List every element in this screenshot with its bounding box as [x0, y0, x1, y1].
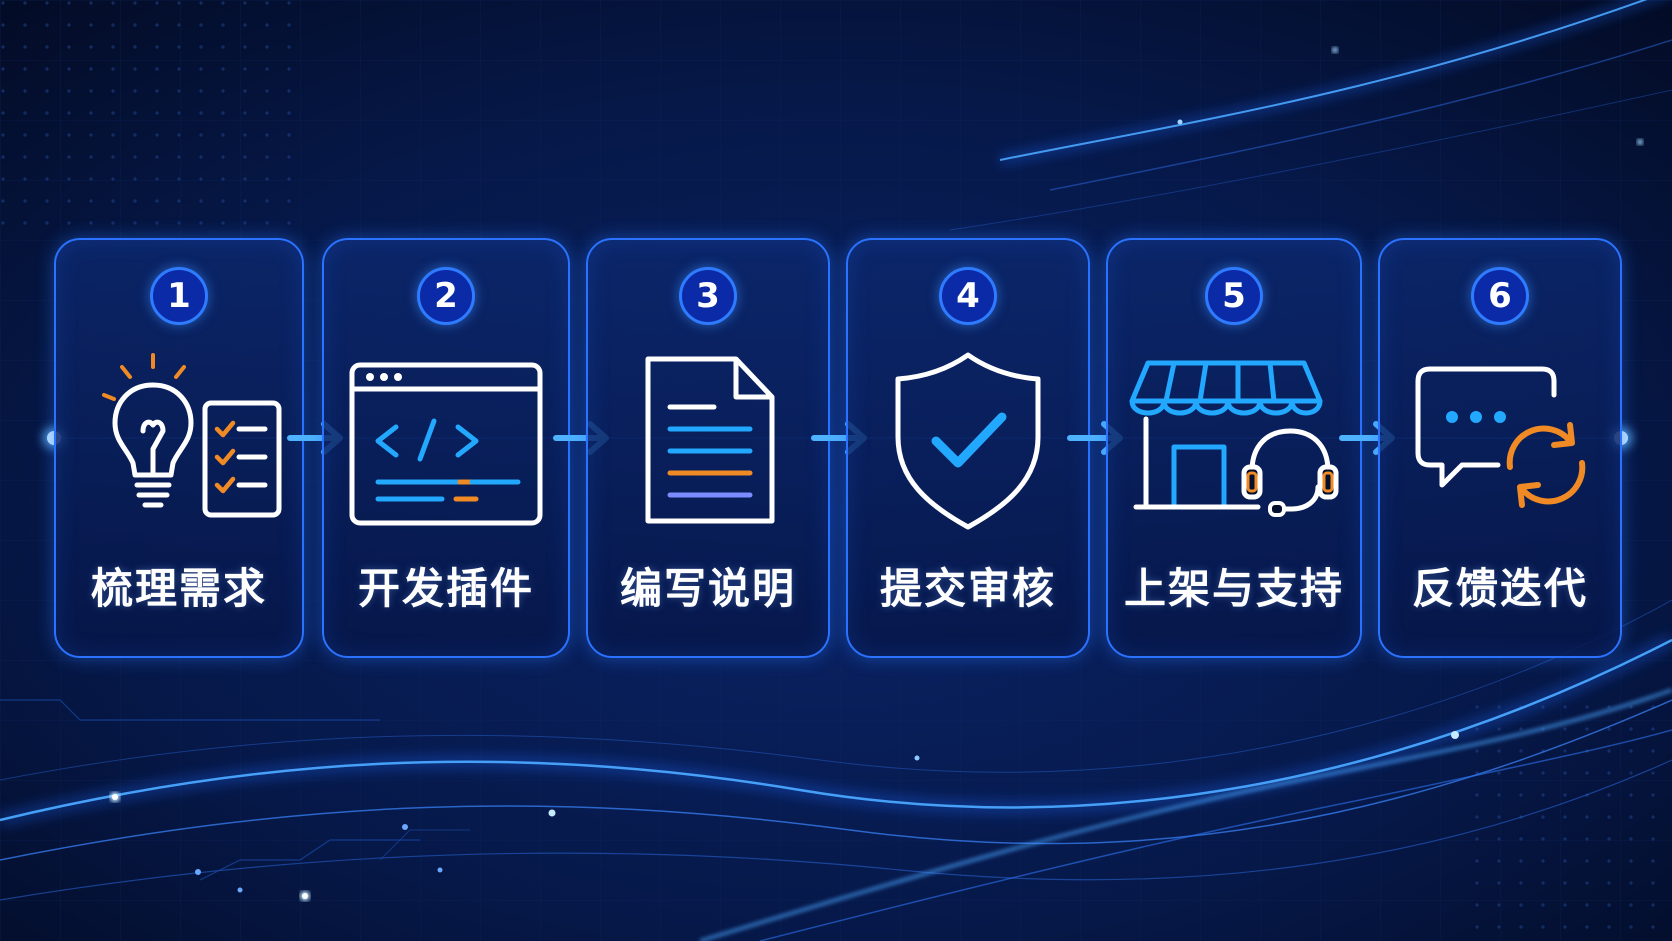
step-number-badge: 4 — [939, 267, 997, 325]
shield-check-icon — [868, 345, 1068, 535]
step-card-2: 2 开发插件 — [322, 238, 570, 658]
step-label: 开发插件 — [357, 564, 534, 613]
step-label: 上架与支持 — [1123, 564, 1344, 613]
step-card-4: 4 提交审核 — [846, 238, 1090, 658]
step-label: 梳理需求 — [90, 564, 267, 613]
step-number-badge: 2 — [417, 267, 475, 325]
document-icon — [608, 345, 808, 535]
step-label: 提交审核 — [879, 564, 1056, 613]
storefront-headset-icon — [1129, 345, 1339, 535]
code-window-icon — [346, 345, 546, 535]
step-label: 编写说明 — [619, 564, 796, 613]
step-number-badge: 6 — [1471, 267, 1529, 325]
step-card-6: 6 反馈迭代 — [1378, 238, 1622, 658]
step-card-5: 5 — [1106, 238, 1362, 658]
step-card-1: 1 — [54, 238, 304, 658]
step-card-3: 3 编写说明 — [586, 238, 830, 658]
chat-refresh-icon — [1400, 345, 1600, 535]
step-number-badge: 1 — [150, 267, 208, 325]
step-label: 反馈迭代 — [1411, 564, 1588, 613]
step-number-badge: 5 — [1205, 267, 1263, 325]
lightbulb-checklist-icon — [79, 345, 282, 535]
step-number-badge: 3 — [679, 267, 737, 325]
